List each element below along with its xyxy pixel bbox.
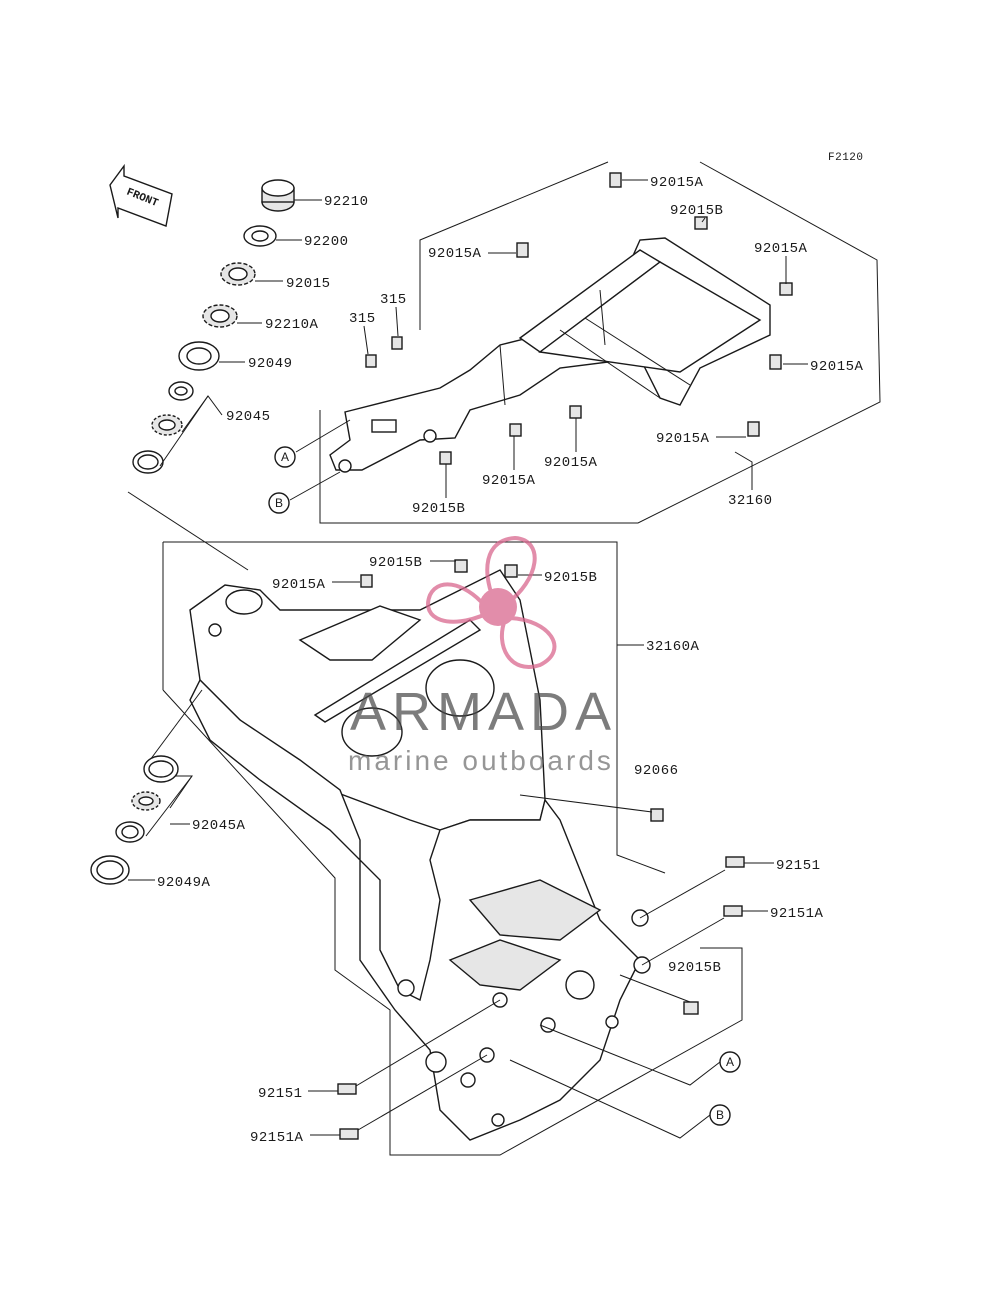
callout-A-upper: A [274,419,351,468]
bolt-icon [391,336,403,350]
label-92015A-left: 92015A [428,246,482,262]
label-92015A-lower-left: 92015A [482,473,536,489]
bearing-stack-lower [90,689,203,885]
label-92015B-top: 92015B [670,203,723,219]
label-92151-left: 92151 [258,1086,303,1102]
label-92151A-left: 92151A [250,1130,304,1146]
propeller-logo-icon [426,535,557,669]
bolt-icon [747,421,760,437]
nut-92210A-icon [202,304,238,328]
bolt-icon [339,1128,359,1140]
cap-92210-icon [261,179,295,212]
bolt-icon [569,405,582,419]
callout-B-lower: B [509,1059,731,1139]
label-92200: 92200 [304,234,349,250]
bolt-icon [725,856,745,868]
nut-92015-icon [220,262,256,286]
watermark-brand: ARMADA [350,682,617,742]
label-92151-right: 92151 [776,858,821,874]
bearing-stack-upper: 92210 92200 92015 92210A 92049 [127,179,369,571]
label-92015B-main-2: 92015B [544,570,597,586]
bolt-icon [516,242,529,258]
seal-92049-icon [178,341,220,371]
label-92045A: 92045A [192,818,246,834]
svg-text:B: B [716,1108,724,1122]
subframe-body-icon [329,237,771,473]
bolt-icon [504,564,518,578]
label-92015B-main-1: 92015B [369,555,422,571]
label-92015A-lower-right: 92015A [656,431,710,447]
subframe-assembly-32160: 315 315 92015A 92015B 92015A 92015A 9201… [268,161,881,524]
bolt-icon [683,1001,699,1015]
label-92151A-right: 92151A [770,906,824,922]
label-315-a: 315 [349,311,376,327]
label-92015A-far-right: 92015A [810,359,864,375]
label-92049: 92049 [248,356,293,372]
diagram-code: F2120 [828,152,864,164]
watermark-tagline: marine outboards [348,745,614,776]
label-315-b: 315 [380,292,407,308]
bolt-icon [650,808,664,822]
watermark: ARMADA marine outboards [348,535,617,776]
main-frame-body-icon [189,569,651,1141]
callout-A-lower: A [539,1024,741,1086]
label-92015B-main-3: 92015B [668,960,721,976]
callout-B-upper: B [268,471,341,514]
label-92066: 92066 [634,763,679,779]
label-92015A-top: 92015A [650,175,704,191]
label-92049A: 92049A [157,875,211,891]
label-92015: 92015 [286,276,331,292]
label-92210: 92210 [324,194,369,210]
bolt-icon [769,354,782,370]
label-92015A-main: 92015A [272,577,326,593]
bolt-icon [360,574,373,588]
bolt-icon [439,451,452,465]
main-frame-assembly-32160A: 92015B 92015A 92015B 32160A 92066 92045A [90,541,824,1156]
bolt-icon [454,559,468,573]
svg-text:A: A [281,450,289,464]
label-92015A-right: 92015A [754,241,808,257]
bolt-icon [779,282,793,296]
bolt-icon [365,354,377,368]
bearing-92045-icon [132,381,194,474]
bolt-icon [337,1083,357,1095]
bolt-icon [509,423,522,437]
bolt-icon [723,905,743,917]
front-arrow-icon: FRONT [109,163,173,227]
label-92210A: 92210A [265,317,319,333]
label-92015B-bottom: 92015B [412,501,465,517]
label-32160A: 32160A [646,639,700,655]
washer-92200-icon [243,225,277,247]
bolt-icon [609,172,622,188]
svg-text:A: A [726,1055,734,1069]
label-92045: 92045 [226,409,271,425]
label-92015A-lower-mid: 92015A [544,455,598,471]
label-32160: 32160 [728,493,773,509]
svg-text:B: B [275,496,283,510]
